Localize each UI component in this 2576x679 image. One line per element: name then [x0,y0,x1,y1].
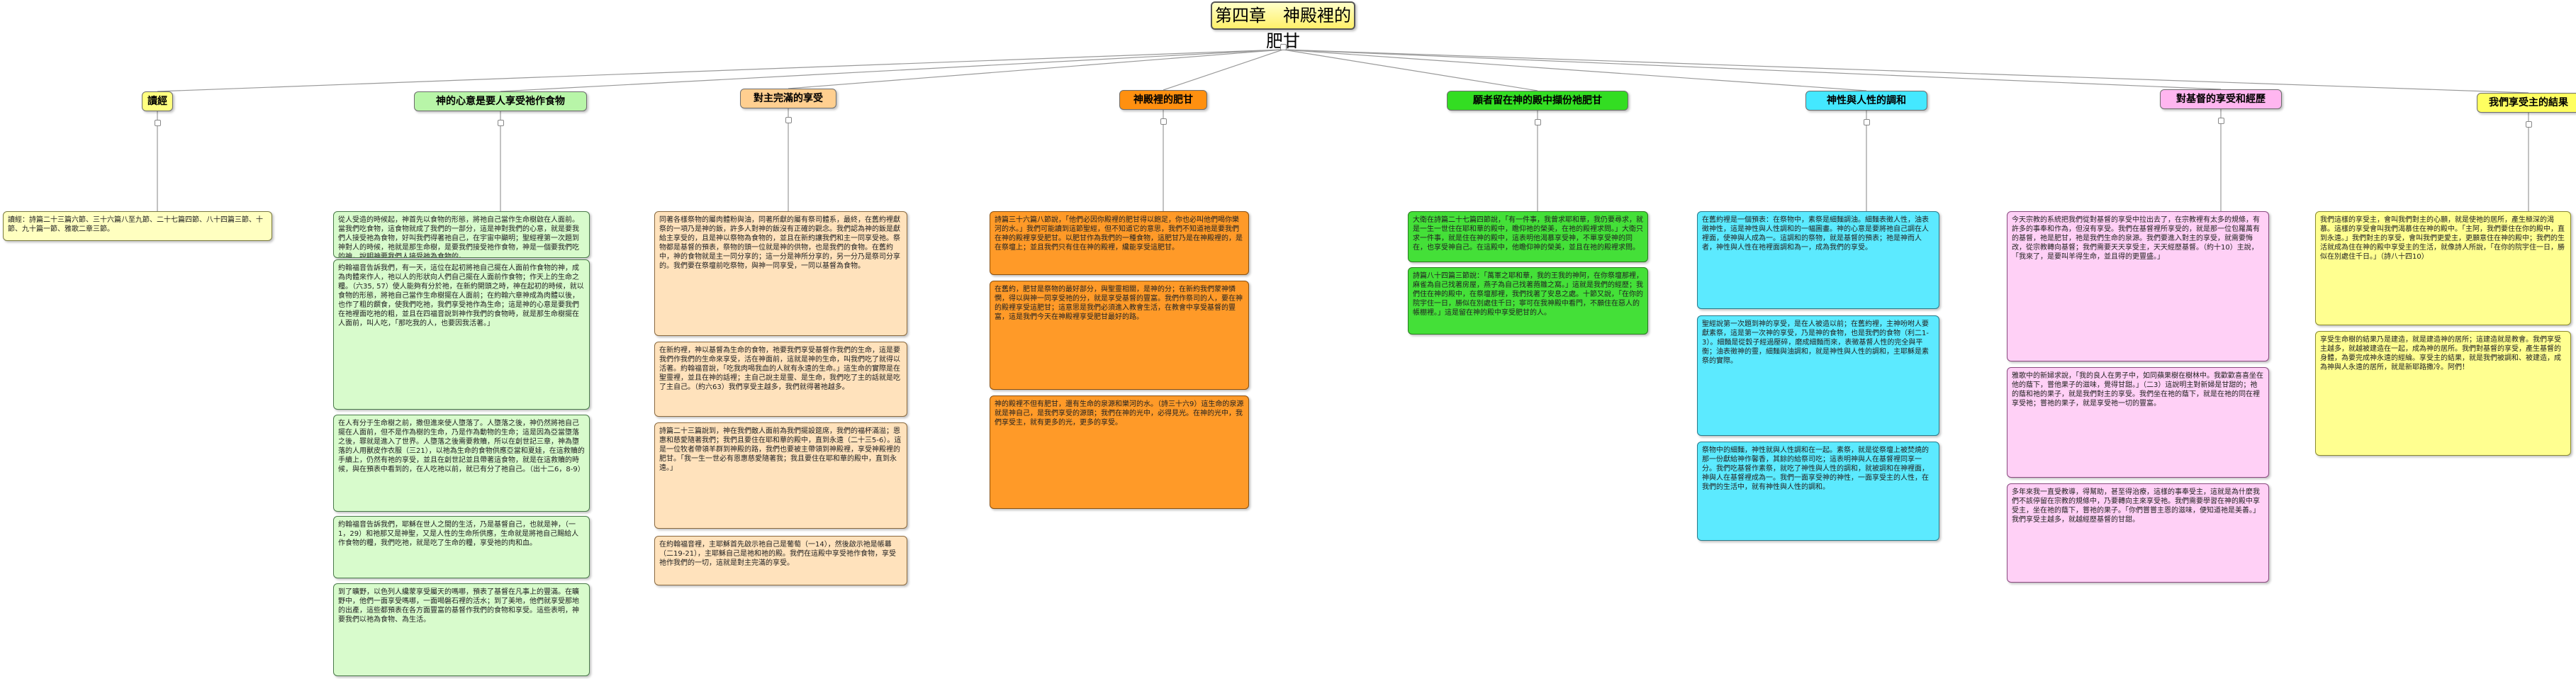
note-c5-0: 在舊約裡是一個預表：在祭物中，素祭是細麵調油。細麵表徵人性，油表徵神性，這是神性… [1697,211,1939,309]
root-to-branch-line-c6 [1282,49,2222,90]
branch-collapse-handle-c5[interactable] [1864,119,1870,125]
branch-collapse-handle-c0[interactable] [155,120,161,126]
root-to-branch-line-c4 [1282,49,1538,91]
note-c2-0: 同著各樣祭物的屬肉體粉與油，同著所獻的屬有祭司體系，最終，在舊約裡獻祭的一項乃是… [654,211,907,336]
note-c4-1: 詩篇八十四篇三節說：「萬軍之耶和華，我的王我的神阿，在你祭壇那裡，麻雀為自己找著… [1408,267,1648,335]
note-c2-1: 在新約裡，神以基督為生命的食物，祂要我們享受基督作我們的生命，這是要我們作我們的… [654,342,907,417]
note-c5-1: 聖經說第一次題到神的享受，是在人被造以前；在舊約裡，主神吩咐人要獻素祭，這是第一… [1697,315,1939,436]
branch-collapse-handle-c4[interactable] [1535,119,1541,125]
note-c5-2: 祭物中的細麵，神性就與人性調和在一起。素祭，就是從祭壇上被焚燒的那一份獻給神作馨… [1697,442,1939,541]
branch-node-c7[interactable]: 我們享受主的結果 [2477,93,2576,113]
note-c0-0: 讀經：詩篇二十三篇六節、三十六篇八至九節、二十七篇四節、八十四篇三節、十節、九十… [3,211,272,241]
note-c1-3: 約翰福音告訴我們，耶穌在世人之間的生活，乃是基督自己，也就是神，（一1，29）和… [333,516,590,578]
branch-node-c2[interactable]: 對主完滿的享受 [740,89,836,108]
note-c2-3: 在約翰福音裡，主耶穌首先啟示祂自己是葡萄（一14），然後啟示祂是帳幕（二19-2… [654,536,907,585]
root-to-branch-line-c7 [1282,49,2529,94]
branch-node-c3[interactable]: 神殿裡的肥甘 [1119,90,1207,110]
branch-collapse-handle-c6[interactable] [2218,118,2224,124]
root-to-branch-line-c2 [788,49,1284,89]
note-c6-2: 多年來我一直受教導，得幫助，甚至得治療，這樣的事奉受主，這就是為什麼我們不該停留… [2007,483,2269,583]
note-c1-1: 約翰福音告訴我們，有一天，這位在起初將祂自己擺在人面前作食物的神，成為肉體來作人… [333,259,590,410]
branch-node-c1[interactable]: 神的心意是要人享受祂作食物 [414,91,587,111]
branch-node-c4[interactable]: 願者留在神的殿中擷份祂肥甘 [1447,91,1628,111]
root-collapse-handle[interactable] [1280,44,1287,50]
note-c3-1: 在舊約，肥甘是祭物的最好部分，與聖靈相關，是神的分；在新約我們蒙神憐憫，得以與神… [990,281,1249,390]
note-c6-0: 今天宗教的系統把我們從對基督的享受中拉出去了，在宗教裡有太多的規條，有許多的事奉… [2007,211,2269,361]
note-c4-0: 大衛在詩篇二十七篇四節說，「有一件事，我曾求耶和華，我仍要尋求，就是一生一世住在… [1408,211,1648,262]
note-c1-2: 在人有分于生命樹之前，撒但進來使人墮落了。人墮落之後，神仍然將祂自己擺在人面前，… [333,415,590,512]
branch-node-c0[interactable]: 讀經 [142,91,173,111]
branch-collapse-handle-c3[interactable] [1160,118,1167,125]
branch-collapse-handle-c7[interactable] [2526,121,2532,128]
root-to-branch-line-c3 [1163,49,1284,91]
branch-collapse-handle-c1[interactable] [498,120,504,126]
note-c3-0: 詩篇三十六篇八節說，「他們必因你殿裡的肥甘得以飽足，你也必叫他們喝你樂河的水。」… [990,211,1249,275]
note-c3-2: 神的殿裡不但有肥甘，還有生命的泉源和樂河的水。（詩三十六9）這生命的泉源就是神自… [990,395,1249,509]
note-c1-0: 從人受造的時候起，神首先以食物的形態，將祂自己當作生命樹啟在人面前。當我們吃食物… [333,211,590,258]
branch-node-c5[interactable]: 神性與人性的調和 [1805,91,1927,111]
root-to-branch-line-c0 [157,49,1284,92]
branch-node-c6[interactable]: 對基督的享受和經歷 [2160,89,2282,109]
root-to-branch-line-c5 [1282,49,1867,91]
note-c7-1: 享受生命樹的結果乃是建造，就是建造神的居所；這建造就是教會。我們享受主越多，就越… [2315,331,2571,456]
note-c2-2: 詩篇二十三篇說到，神在我們敵人面前為我們擺設筵席，我們的福杯滿溢；恩惠和慈愛隨著… [654,422,907,529]
note-c6-1: 雅歌中的新婦求說，「我的良人在男子中，如同蘋果樹在樹林中。我歡歡喜喜坐在他的蔭下… [2007,367,2269,478]
root-to-branch-line-c1 [500,49,1284,92]
note-c7-0: 我們這樣的享受主，會叫我們對主的心願，就是使祂的居所，產生極深的渴慕。這樣的享受… [2315,211,2571,325]
mindmap-root-title: 第四章 神殿裡的肥甘 [1211,1,1355,51]
note-c1-4: 到了曠野，以色列人纔蒙享受屬天的嗎哪，預表了基督在凡事上的豐滿。在曠野中，他們一… [333,583,590,676]
branch-collapse-handle-c2[interactable] [785,117,792,123]
